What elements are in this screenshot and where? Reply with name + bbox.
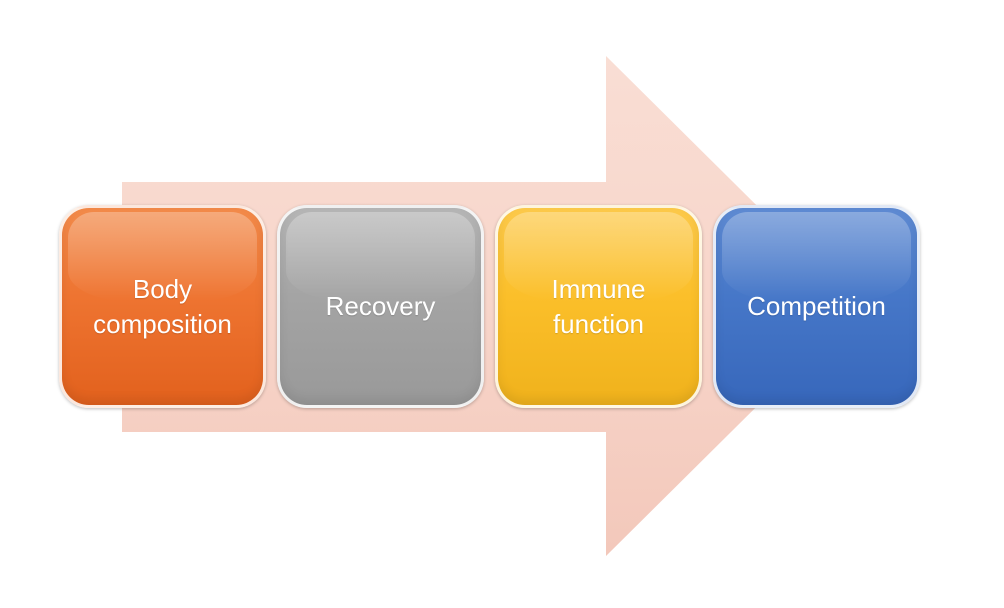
step-immune-function: Immune function [495, 205, 702, 408]
step-recovery: Recovery [277, 205, 484, 408]
arrow-shape [122, 56, 858, 556]
step-label: Body composition [93, 273, 232, 339]
step-label: Immune function [551, 273, 646, 339]
step-label: Recovery [325, 291, 436, 321]
step-label: Competition [747, 291, 886, 321]
step-competition: Competition [713, 205, 920, 408]
step-body-composition: Body composition [59, 205, 266, 408]
